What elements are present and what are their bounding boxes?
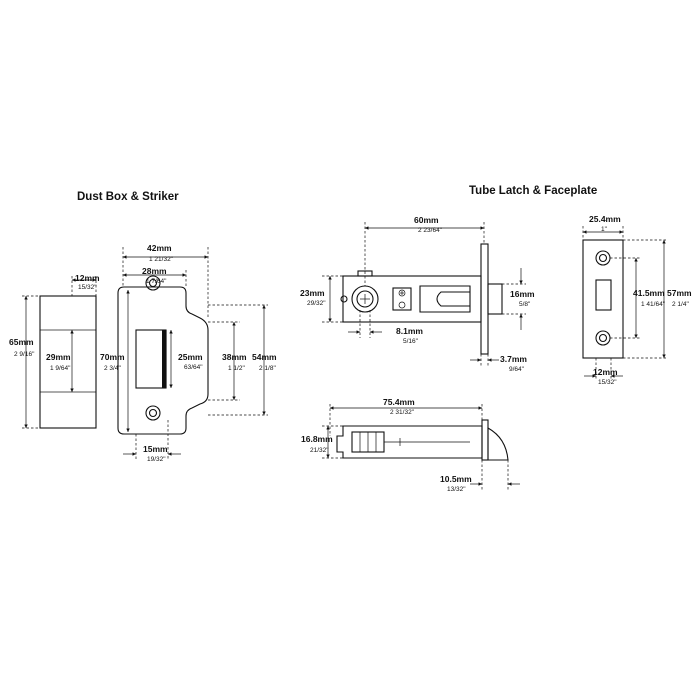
dim-striker-hole-in: 19/32": [147, 456, 166, 463]
dim-dust-box-height-in: 2 9/16": [14, 351, 35, 358]
latch-spring: [392, 287, 412, 311]
dim-faceplate-width-in: 1": [601, 226, 608, 233]
dim-faceplate-centres: 41.5mm: [633, 288, 665, 298]
dim-latch-projection-in: 13/32": [447, 486, 466, 493]
dim-striker-opening-in: 63/64": [184, 364, 203, 371]
tube-latch-side-drawing: [340, 243, 503, 355]
faceplate-screw-top: [595, 250, 611, 266]
dim-striker-width-in: 1 21/32": [149, 256, 174, 263]
dim-latch-follower: 8.1mm: [396, 326, 423, 336]
dim-faceplate-thickness: 3.7mm: [500, 354, 527, 364]
title-tube-latch: Tube Latch & Faceplate: [469, 185, 597, 197]
dim-faceplate-hole: 12mm: [593, 367, 618, 377]
dim-faceplate-thickness-in: 9/64": [509, 366, 525, 373]
dim-latch-bolt: 16mm: [510, 289, 535, 299]
dim-latch-tube-in: 21/32": [310, 447, 329, 454]
faceplate-screw-bottom: [595, 330, 611, 346]
dust-box-drawing: [39, 295, 97, 429]
dust-box-outline: [39, 295, 97, 429]
dim-striker-height: 70mm: [100, 352, 125, 362]
dim-latch-projection: 10.5mm: [440, 474, 472, 484]
dim-latch-backset: 60mm: [414, 215, 439, 225]
dim-striker-height-in: 2 3/4": [104, 365, 121, 372]
dim-faceplate-centres-in: 1 41/64": [641, 301, 666, 308]
dim-faceplate-width: 25.4mm: [589, 214, 621, 224]
dim-dust-box-opening: 29mm: [46, 352, 71, 362]
dim-latch-bolt-in: 5/8": [519, 301, 531, 308]
dim-striker-width: 42mm: [147, 243, 172, 253]
faceplate-bolt-hole: [595, 279, 612, 311]
dim-latch-tube: 16.8mm: [301, 434, 333, 444]
dim-striker-overall-in: 2 1/8": [259, 365, 276, 372]
dim-striker-opening: 25mm: [178, 352, 203, 362]
latch-top-bolt: [487, 427, 509, 461]
dim-dust-box-width: 12mm: [75, 273, 100, 283]
dim-striker-plate-in: 1 7/64": [146, 278, 167, 285]
dim-latch-overall-in: 2 31/32": [390, 409, 415, 416]
striker-opening: [135, 329, 167, 389]
dim-striker-plate: 28mm: [142, 266, 167, 276]
striker-plate-drawing: [117, 275, 209, 435]
dim-latch-follower-in: 5/16": [403, 338, 419, 345]
dim-latch-case-in: 29/32": [307, 300, 326, 307]
dim-striker-lip-in: 1 1/2": [228, 365, 245, 372]
screw-hole-bottom: [145, 405, 161, 421]
dim-latch-backset-in: 2 23/64": [418, 227, 443, 234]
dim-latch-case: 23mm: [300, 288, 325, 298]
latch-top-faceplate: [481, 419, 489, 461]
striker-outline: [117, 286, 209, 435]
dim-dust-box-height: 65mm: [9, 337, 34, 347]
latch-faceplate-edge: [480, 243, 489, 355]
faceplate-drawing: [582, 239, 624, 359]
dim-striker-overall: 54mm: [252, 352, 277, 362]
dim-faceplate-height-in: 2 1/4": [672, 301, 689, 308]
faceplate-outline: [582, 239, 624, 359]
dim-dust-box-width-in: 15/32": [78, 284, 97, 291]
latch-bolt: [487, 283, 503, 315]
dim-latch-overall: 75.4mm: [383, 397, 415, 407]
latch-slide: [419, 285, 471, 313]
dim-dust-box-opening-in: 1 9/64": [50, 365, 71, 372]
dim-striker-hole: 15mm: [143, 444, 168, 454]
title-dust-box: Dust Box & Striker: [77, 191, 179, 203]
dim-faceplate-height: 57mm: [667, 288, 692, 298]
tube-latch-top-drawing: [336, 419, 509, 461]
dim-striker-lip: 38mm: [222, 352, 247, 362]
dim-faceplate-hole-in: 15/32": [598, 379, 617, 386]
